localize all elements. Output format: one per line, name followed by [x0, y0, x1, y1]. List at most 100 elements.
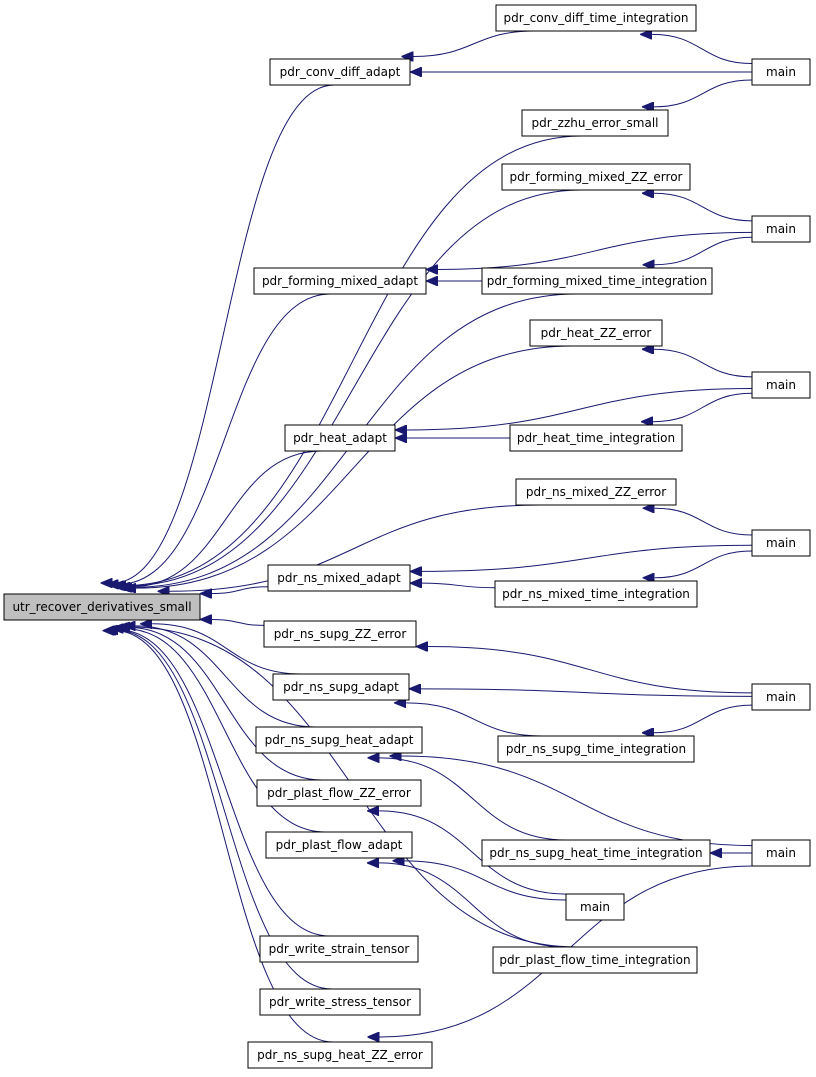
- node-pdr-zzhu-error-small[interactable]: pdr_zzhu_error_small: [521, 109, 669, 137]
- node-main[interactable]: main: [565, 893, 625, 921]
- edge-main2-to-fm_time: [655, 236, 753, 265]
- edge-nss_adapt-to-root: [152, 624, 303, 675]
- node-label: pdr_heat_ZZ_error: [541, 326, 652, 340]
- node-pdr-heat-time-integration[interactable]: pdr_heat_time_integration: [509, 424, 683, 452]
- edge-zzhu-to-root: [124, 135, 582, 586]
- edge-nss_err-to-root: [212, 619, 265, 626]
- node-pdr-ns-supg-zz-error[interactable]: pdr_ns_supg_ZZ_error: [263, 620, 417, 648]
- node-main[interactable]: main: [751, 839, 811, 867]
- node-label: pdr_ns_supg_heat_adapt: [265, 733, 414, 747]
- edge-main1-to-cd_time: [652, 34, 753, 65]
- node-label: pdr_write_stress_tensor: [269, 995, 411, 1009]
- edge-main1-to-zzhu: [654, 79, 753, 107]
- node-label: pdr_heat_time_integration: [517, 431, 675, 445]
- node-label: pdr_plast_flow_ZZ_error: [267, 786, 411, 800]
- node-pdr-write-stress-tensor[interactable]: pdr_write_stress_tensor: [259, 988, 421, 1016]
- node-label: pdr_ns_supg_heat_time_integration: [489, 846, 702, 860]
- node-label: main: [766, 65, 796, 79]
- node-main[interactable]: main: [751, 371, 811, 399]
- edge-wst-to-root: [118, 630, 330, 937]
- node-pdr-ns-mixed-zz-error[interactable]: pdr_ns_mixed_ZZ_error: [515, 478, 677, 506]
- node-pdr-heat-zz-error[interactable]: pdr_heat_ZZ_error: [529, 319, 663, 347]
- node-pdr-ns-supg-time-integration[interactable]: pdr_ns_supg_time_integration: [497, 735, 695, 763]
- edge-nsm_time-to-nsm_adapt: [422, 583, 496, 589]
- edge-main3-to-heat_adapt: [407, 387, 753, 429]
- node-label: pdr_forming_mixed_time_integration: [487, 274, 708, 288]
- edge-main5-to-nss_adapt: [421, 689, 753, 697]
- edge-fm_err-to-root: [126, 189, 582, 586]
- node-pdr-conv-diff-adapt[interactable]: pdr_conv_diff_adapt: [269, 58, 411, 86]
- node-pdr-conv-diff-time-integration[interactable]: pdr_conv_diff_time_integration: [495, 4, 697, 32]
- edge-main5-to-nss_time: [654, 704, 753, 733]
- edge-pf_adapt-to-root: [123, 629, 327, 833]
- node-label: pdr_ns_mixed_ZZ_error: [526, 485, 666, 499]
- node-pdr-ns-supg-heat-adapt[interactable]: pdr_ns_supg_heat_adapt: [255, 726, 423, 754]
- node-label: main: [766, 536, 796, 550]
- node-label: utr_recover_derivatives_small: [12, 600, 191, 614]
- edge-main4-to-nsm_time: [655, 550, 753, 578]
- node-label: main: [580, 900, 610, 914]
- node-label: pdr_conv_diff_adapt: [280, 65, 401, 79]
- node-pdr-ns-supg-adapt[interactable]: pdr_ns_supg_adapt: [272, 673, 410, 701]
- node-label: pdr_ns_supg_adapt: [283, 680, 399, 694]
- node-label: pdr_ns_mixed_time_integration: [502, 587, 690, 601]
- node-pdr-forming-mixed-time-integration[interactable]: pdr_forming_mixed_time_integration: [481, 267, 713, 295]
- edge-main7-to-pf_adapt: [404, 861, 567, 901]
- node-label: pdr_forming_mixed_ZZ_error: [510, 170, 683, 184]
- node-pdr-ns-mixed-adapt[interactable]: pdr_ns_mixed_adapt: [267, 564, 411, 592]
- node-utr-recover-derivatives-small[interactable]: utr_recover_derivatives_small: [3, 593, 201, 621]
- node-pdr-heat-adapt[interactable]: pdr_heat_adapt: [284, 424, 396, 452]
- edge-pf_time-to-pf_adapt: [379, 863, 567, 948]
- edge-main4-to-nsm_err: [655, 508, 753, 536]
- node-pdr-plast-flow-time-integration[interactable]: pdr_plast_flow_time_integration: [492, 946, 698, 974]
- edge-cd_adapt-to-root: [113, 84, 335, 583]
- node-pdr-ns-supg-heat-time-integration[interactable]: pdr_ns_supg_heat_time_integration: [481, 839, 711, 867]
- node-label: pdr_forming_mixed_adapt: [262, 274, 418, 288]
- node-pdr-ns-mixed-time-integration[interactable]: pdr_ns_mixed_time_integration: [494, 580, 698, 608]
- node-pdr-plast-flow-adapt[interactable]: pdr_plast_flow_adapt: [265, 831, 413, 859]
- node-label: pdr_zzhu_error_small: [532, 116, 659, 130]
- node-label: pdr_plast_flow_time_integration: [499, 953, 690, 967]
- edge-main4-to-nsm_adapt: [422, 544, 753, 571]
- node-label: main: [766, 222, 796, 236]
- edge-main2-to-fm_err: [654, 193, 753, 222]
- edge-heat_adapt-to-root: [130, 450, 322, 587]
- node-pdr-forming-mixed-zz-error[interactable]: pdr_forming_mixed_ZZ_error: [501, 163, 691, 191]
- edge-nsm_adapt-to-root: [212, 586, 269, 594]
- node-label: main: [766, 846, 796, 860]
- edge-nssh_time-to-nssh_adapt: [380, 758, 567, 841]
- node-label: pdr_ns_mixed_adapt: [277, 571, 401, 585]
- edge-wss-to-root: [116, 630, 333, 990]
- node-label: pdr_ns_supg_ZZ_error: [274, 627, 407, 641]
- node-pdr-write-strain-tensor[interactable]: pdr_write_strain_tensor: [259, 935, 419, 963]
- edge-nssh_err-to-root: [115, 631, 334, 1043]
- node-main[interactable]: main: [751, 215, 811, 243]
- edge-fm_adapt-to-root: [119, 293, 331, 584]
- edge-pf_err-to-root: [128, 627, 323, 781]
- edge-nss_time-to-nss_adapt: [406, 703, 543, 737]
- node-pdr-ns-supg-heat-zz-error[interactable]: pdr_ns_supg_heat_ZZ_error: [247, 1041, 433, 1069]
- node-label: pdr_ns_supg_heat_ZZ_error: [257, 1048, 423, 1062]
- edge-cd_time-to-cd_adapt: [413, 30, 535, 57]
- edge-nsm_err-to-root: [170, 504, 541, 591]
- node-label: main: [766, 378, 796, 392]
- edge-main3-to-heat_err: [654, 349, 753, 378]
- node-pdr-forming-mixed-adapt[interactable]: pdr_forming_mixed_adapt: [253, 267, 427, 295]
- edge-heat_err-to-root: [136, 345, 573, 588]
- edge-main6-to-nssh_adapt: [401, 756, 753, 847]
- node-main[interactable]: main: [751, 529, 811, 557]
- edge-main5-to-nss_err: [428, 647, 753, 694]
- node-pdr-plast-flow-zz-error[interactable]: pdr_plast_flow_ZZ_error: [256, 779, 422, 807]
- node-main[interactable]: main: [751, 58, 811, 86]
- node-main[interactable]: main: [751, 683, 811, 711]
- node-label: pdr_conv_diff_time_integration: [503, 11, 688, 25]
- node-label: main: [766, 690, 796, 704]
- edge-main3-to-heat_time: [653, 392, 753, 421]
- node-label: pdr_ns_supg_time_integration: [506, 742, 686, 756]
- node-label: pdr_plast_flow_adapt: [276, 838, 403, 852]
- node-label: pdr_write_strain_tensor: [269, 942, 410, 956]
- nodes: utr_recover_derivatives_small pdr_conv_d…: [3, 4, 811, 1069]
- edge-main2-to-fm_adapt: [438, 231, 753, 269]
- edge-main7-to-pf_err: [379, 811, 567, 895]
